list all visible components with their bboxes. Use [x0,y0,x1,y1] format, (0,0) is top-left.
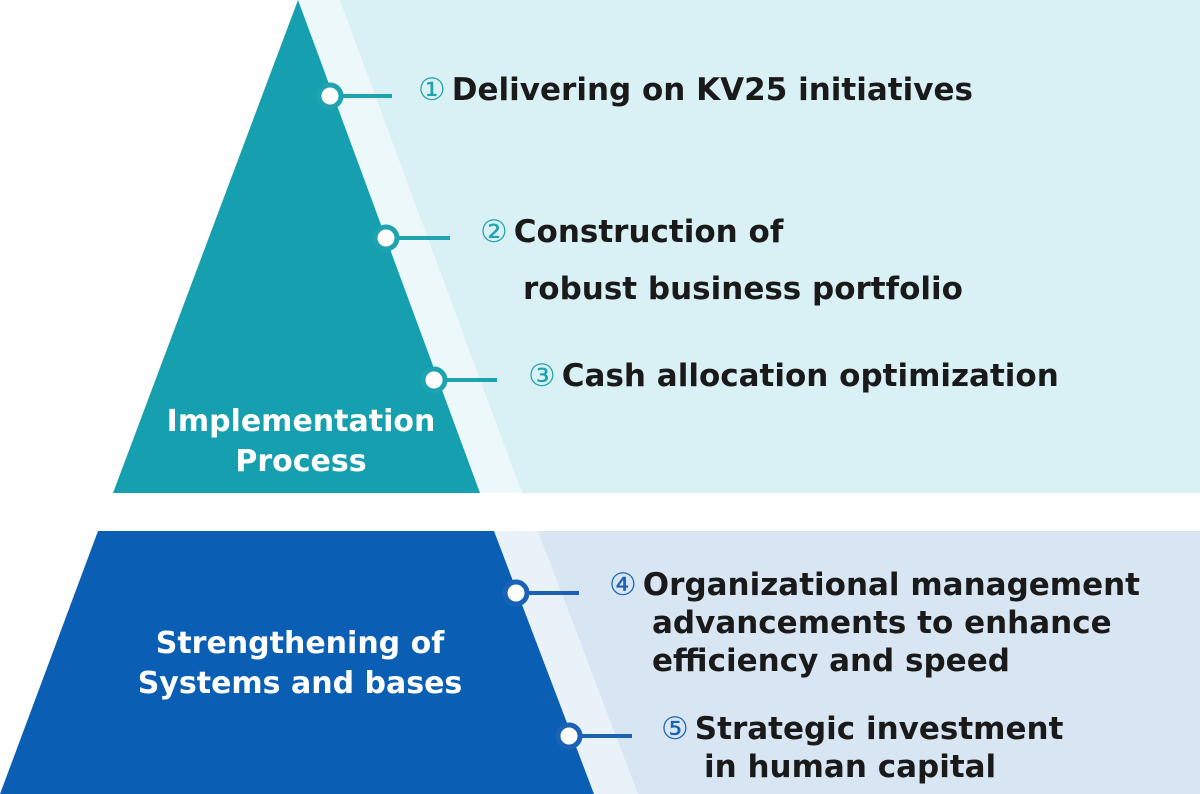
item-2-text-line2: robust business portfolio [523,271,963,307]
connector-5 [555,722,632,750]
bottom-tier-title-line2: Systems and bases [137,666,463,701]
bottom-tier-title-line1: Strengthening of [155,626,445,661]
top-panel-stripe [298,0,522,493]
connector-2 [372,224,450,252]
item-2-number: ② [480,214,508,250]
top-tier-title: Implementation Process [146,402,456,482]
bottom-panel-stripe [494,531,638,794]
item-5-text-line1: Strategic investment [694,711,1064,747]
item-2-text-line1: Construction of [513,214,784,250]
item-3-text: Cash allocation optimization [561,358,1059,394]
connector-3 [420,366,497,394]
connector-1 [316,82,392,110]
top-triangle [113,0,480,493]
top-tier-title-line1: Implementation [166,404,436,439]
item-1-number: ① [418,72,446,108]
item-3-number: ③ [528,358,556,394]
bottom-panel-background [500,531,1200,794]
item-4-text-line1: Organizational management [642,567,1140,603]
item-4-text-line2: advancements to enhance [652,605,1112,641]
bottom-tier-title: Strengthening of Systems and bases [120,624,480,704]
top-panel-background [300,0,1200,493]
connector-4 [502,579,579,607]
item-4-number: ④ [609,567,637,603]
item-5-number: ⑤ [661,711,689,747]
item-1-text: Delivering on KV25 initiatives [451,72,973,108]
top-tier-title-line2: Process [235,444,367,479]
item-4-text-line3: efficiency and speed [652,643,1010,679]
bottom-triangle [0,531,594,794]
item-5-text-line2: in human capital [704,749,997,785]
